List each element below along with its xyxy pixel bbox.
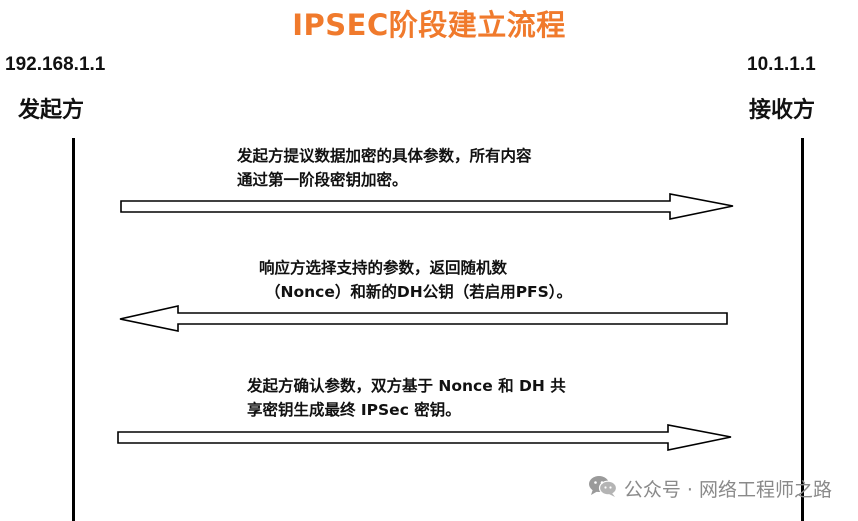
message-3-text: 发起方确认参数，双方基于 Nonce 和 DH 共 享密钥生成最终 IPSec … <box>247 374 566 422</box>
initiator-ip: 192.168.1.1 <box>5 54 106 75</box>
diagram-title: IPSEC阶段建立流程 <box>292 8 566 42</box>
message-2-line-2: （Nonce）和新的DH公钥（若启用PFS）。 <box>265 283 573 301</box>
responder-role: 接收方 <box>749 98 816 123</box>
message-3-line-1: 发起方确认参数，双方基于 Nonce 和 DH 共 <box>247 377 566 395</box>
watermark: 公众号 · 网络工程师之路 <box>588 474 832 503</box>
responder-ip: 10.1.1.1 <box>747 54 816 75</box>
watermark-text: 公众号 · 网络工程师之路 <box>623 479 832 501</box>
initiator-role: 发起方 <box>18 98 85 123</box>
message-1-line-1: 发起方提议数据加密的具体参数，所有内容 <box>237 147 532 165</box>
wechat-icon <box>588 474 618 503</box>
message-2-line-1: 响应方选择支持的参数，返回随机数 <box>259 259 508 277</box>
responder-lifeline <box>801 138 804 521</box>
message-1-line-2: 通过第一阶段密钥加密。 <box>237 171 408 189</box>
message-1-text: 发起方提议数据加密的具体参数，所有内容 通过第一阶段密钥加密。 <box>237 144 532 192</box>
message-2-text: 响应方选择支持的参数，返回随机数 （Nonce）和新的DH公钥（若启用PFS）。 <box>259 256 572 304</box>
message-3-line-2: 享密钥生成最终 IPSec 密钥。 <box>247 401 461 419</box>
initiator-lifeline <box>72 138 75 521</box>
